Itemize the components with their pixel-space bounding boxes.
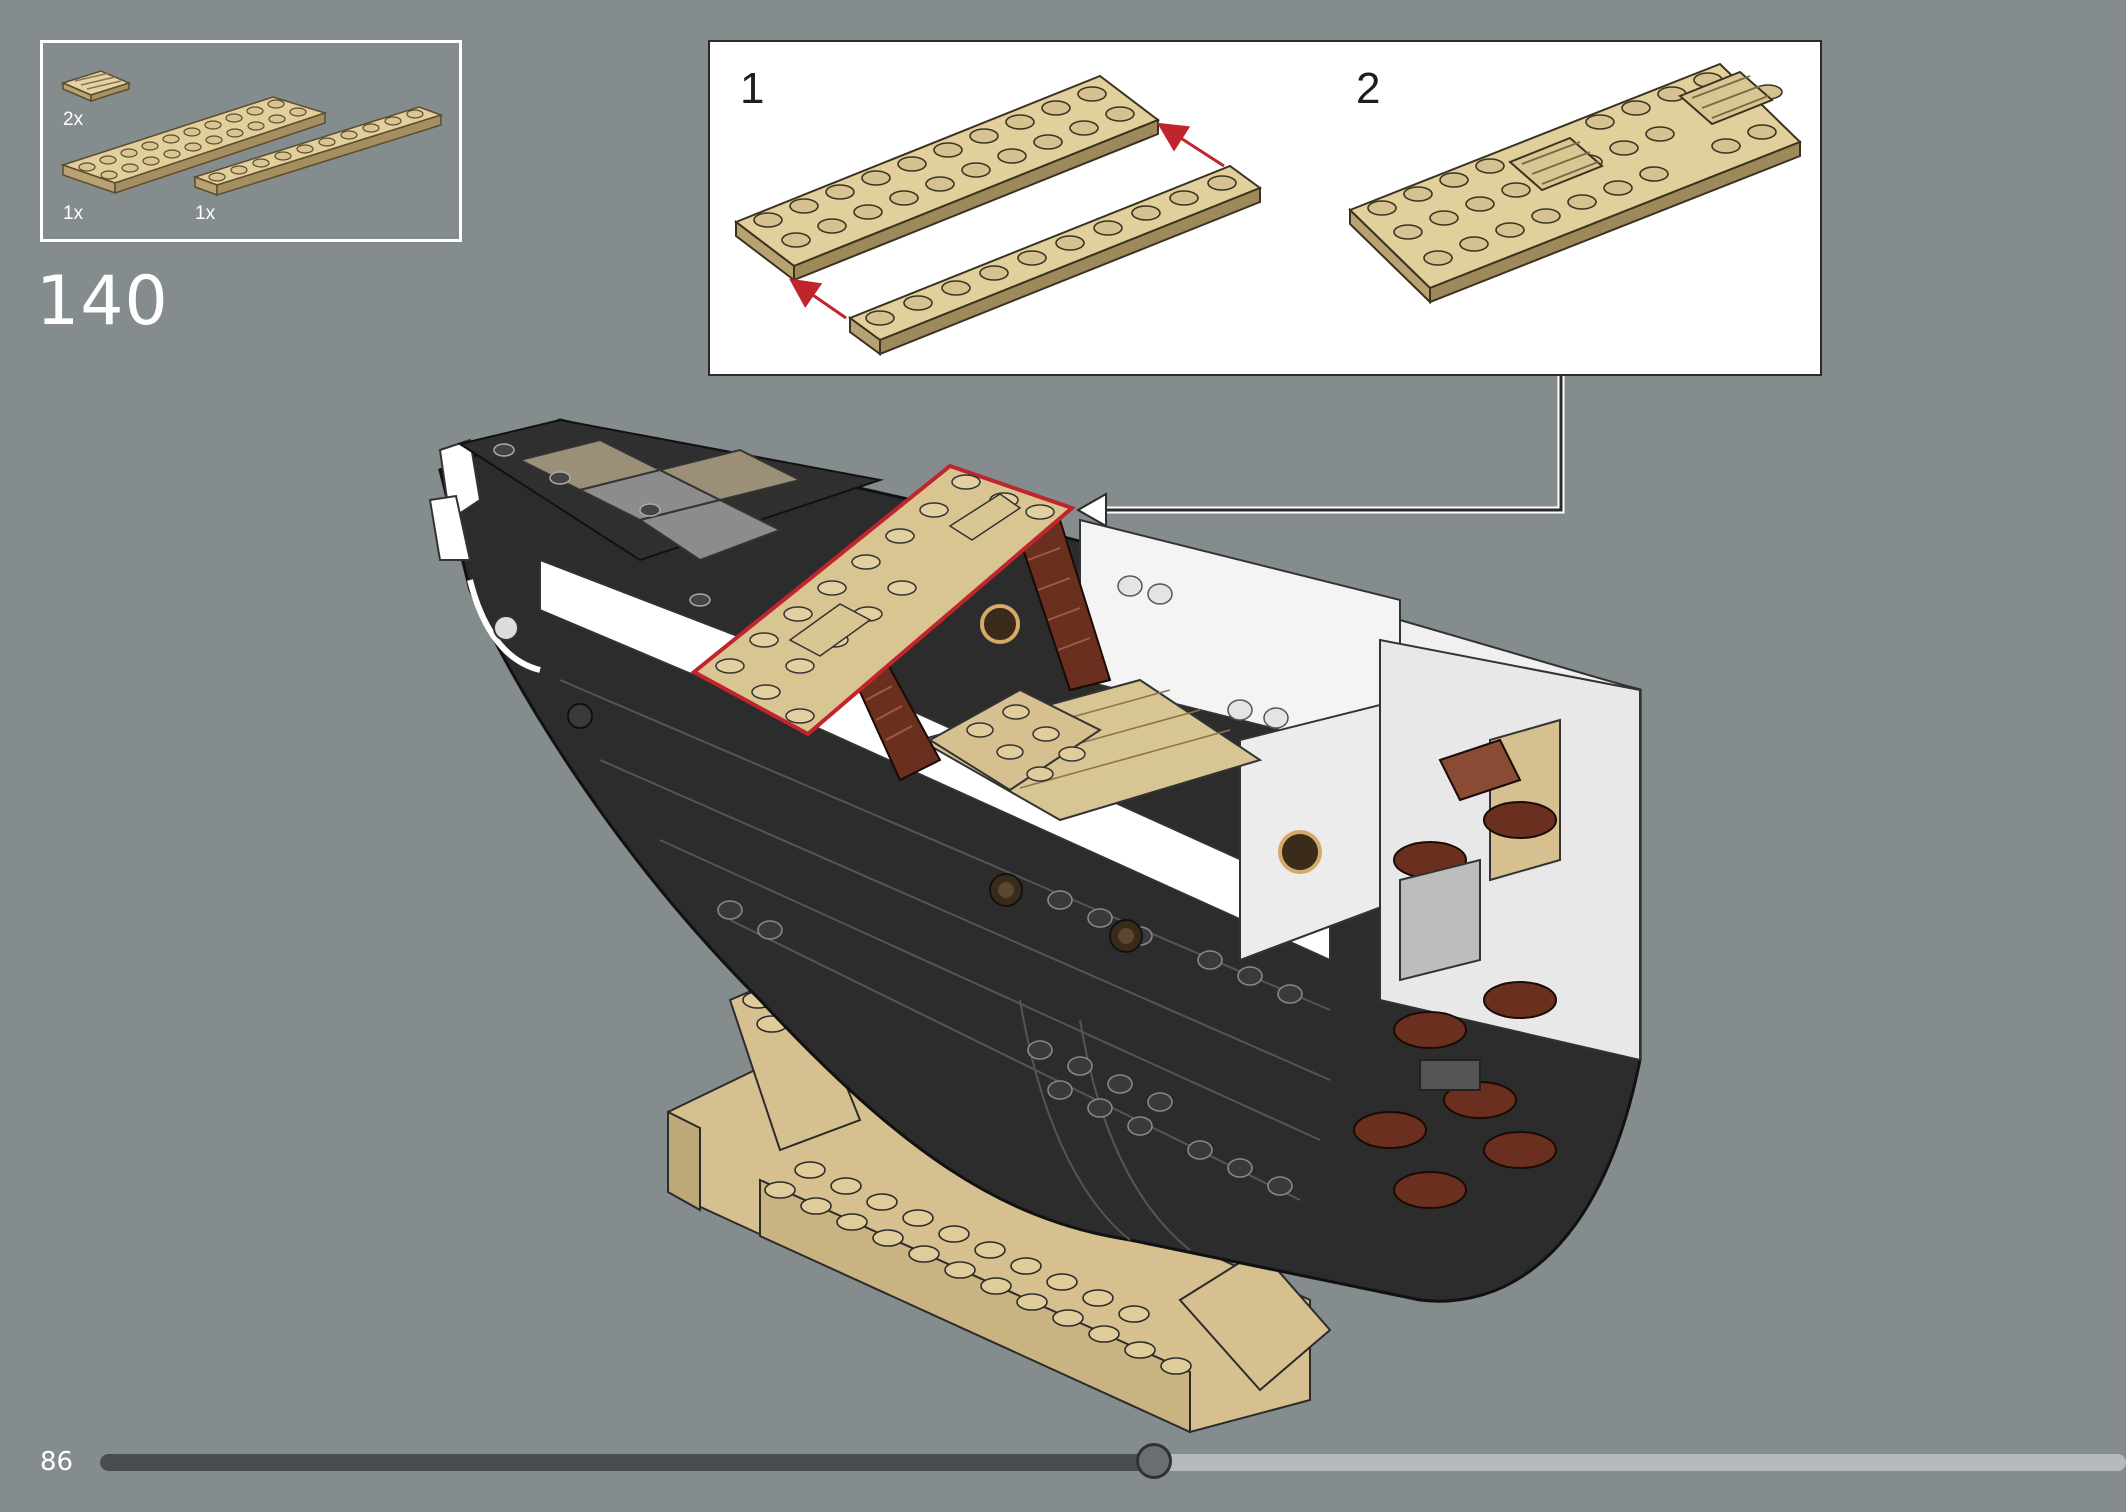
tan-2x2-tile-grille-icon — [60, 70, 132, 103]
part-quantity: 2x — [63, 109, 84, 130]
sub-step-label: 2 — [1356, 64, 1381, 113]
porthole-icon — [980, 604, 1020, 644]
parts-list-illustration — [60, 70, 444, 197]
page-progress-handle[interactable] — [1135, 1443, 1172, 1479]
attach-arrow-icon — [1156, 122, 1225, 168]
tan-1x10-plate-icon — [192, 106, 444, 197]
porthole-icon — [567, 703, 1143, 953]
callout-arrow-icon — [1075, 492, 1107, 528]
porthole-icon — [1278, 830, 1322, 874]
attach-arrow-icon — [789, 278, 847, 320]
tan-2x10-plate-icon — [733, 74, 1161, 283]
callout-leader-line — [1075, 376, 1565, 528]
step-number: 140 — [36, 262, 169, 341]
deck-hatch-plate — [928, 688, 1102, 792]
part-quantity: 1x — [63, 203, 84, 224]
page-progress-fill — [100, 1454, 1154, 1471]
sub-assembly-callout: 1 2 — [708, 40, 1822, 376]
tan-1x10-plate-icon — [847, 164, 1263, 356]
ship-bow — [428, 418, 884, 673]
parts-list-box: 2x 1x 1x — [40, 40, 462, 242]
new-part-highlight — [690, 463, 1076, 737]
sub-assembly-illustration — [733, 62, 1802, 356]
sub-step-label: 1 — [740, 64, 765, 113]
combined-plate-icon — [1348, 62, 1802, 305]
ship-stern — [1353, 638, 1641, 1209]
part-quantity: 1x — [195, 203, 216, 224]
page-number: 86 — [40, 1447, 74, 1477]
page-progress-bar[interactable] — [100, 1443, 2126, 1479]
tan-2x10-plate-icon — [60, 96, 328, 195]
